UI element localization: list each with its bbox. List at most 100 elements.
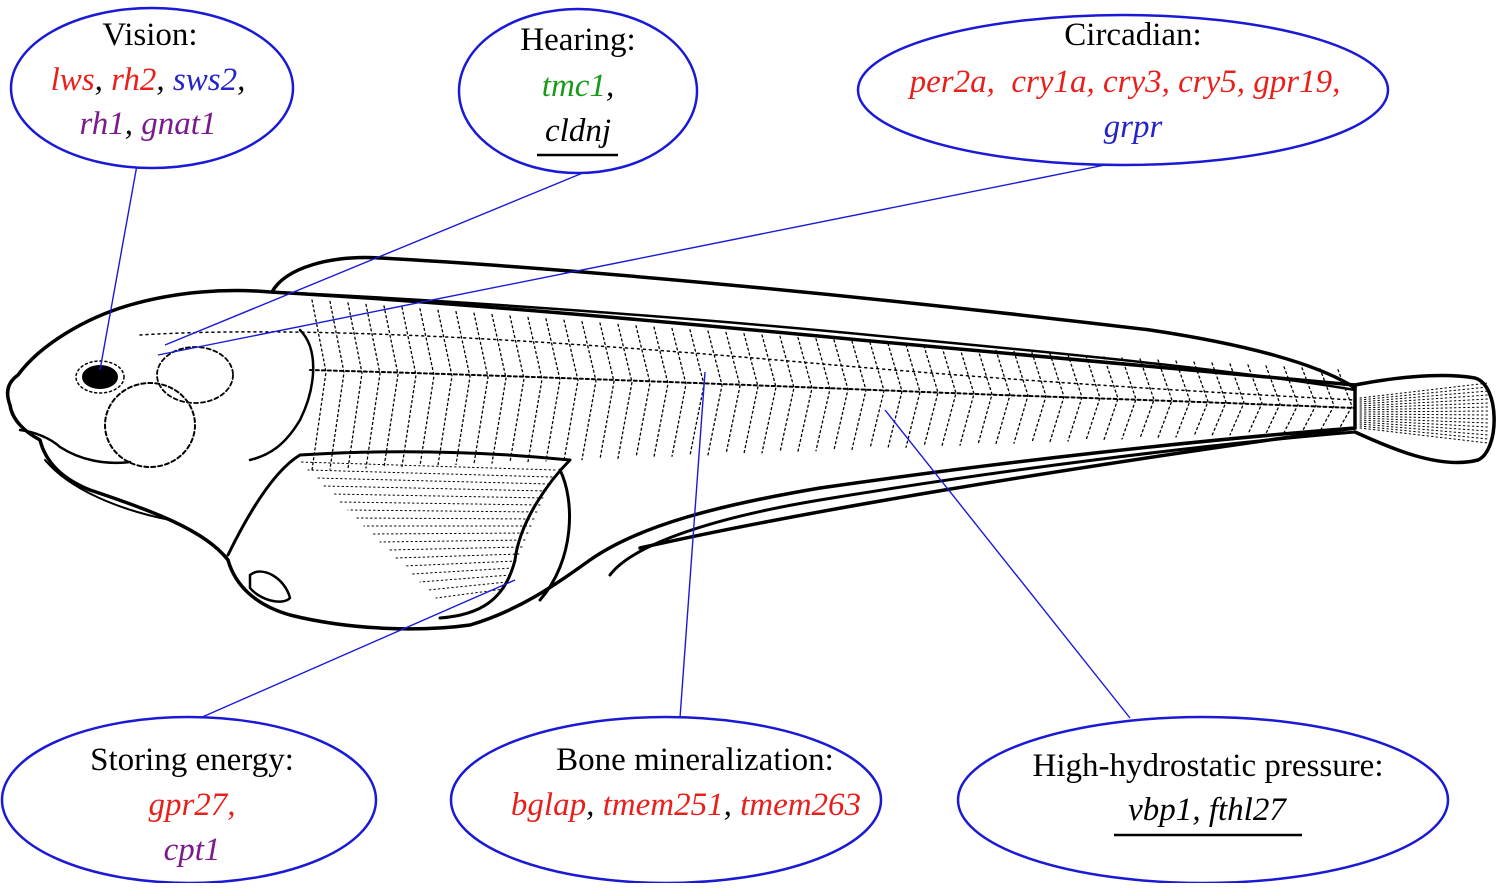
pectoral-ray: [411, 567, 514, 575]
pelvic-fin: [248, 570, 292, 603]
pectoral-ray: [379, 539, 526, 543]
caudal-ray: [1359, 425, 1489, 440]
caudal-fin: [1353, 373, 1496, 465]
myomere-stripe: [545, 318, 561, 462]
hearing-title: Hearing:: [520, 22, 635, 58]
gene-token: ,: [586, 787, 603, 823]
myomere-stripe: [977, 348, 993, 446]
hearing-box: Hearing: tmc1, cldnj: [520, 22, 636, 157]
gene-token: sws2: [173, 62, 237, 98]
gene-token: ,: [227, 787, 235, 823]
myomere-stripe: [797, 336, 813, 453]
myomere-stripe: [707, 330, 723, 456]
hearing-ellipse: [457, 7, 699, 175]
gene-token: per2a: [908, 64, 987, 100]
leader-vision: [99, 164, 138, 371]
myomere-stripe: [887, 342, 903, 449]
myomere-stripe: [437, 309, 453, 466]
gene-token: ,: [237, 62, 245, 98]
gene-token: ,: [1087, 64, 1104, 100]
myomere-stripe: [1319, 368, 1335, 433]
caudal-ray: [1359, 390, 1489, 403]
storing-title: Storing energy:: [90, 742, 294, 778]
storing-genes-line1: gpr27,: [148, 787, 235, 823]
caudal-ray: [1359, 382, 1489, 399]
vision-ellipse: [9, 6, 295, 170]
caudal-ray: [1359, 398, 1489, 407]
fish-illustration: [5, 255, 1496, 631]
caudal-ray: [1359, 394, 1489, 405]
pressure-title: High-hydrostatic pressure:: [1033, 748, 1384, 784]
gene-token: tmem251: [603, 787, 724, 823]
operculum: [248, 328, 315, 462]
myomere-stripe: [473, 312, 489, 465]
myomere-stripe: [779, 335, 795, 453]
pectoral-ray: [339, 501, 541, 506]
gene-token: bglap: [511, 787, 586, 823]
pressure-box: High-hydrostatic pressure: vbp1, fthl27: [1033, 748, 1384, 837]
myomere-stripe: [653, 326, 669, 458]
myomere-stripe: [509, 315, 525, 464]
caudal-ray: [1359, 386, 1489, 401]
myomere-stripe: [1067, 354, 1083, 442]
leader-pressure: [884, 409, 1131, 719]
gene-token: rh1: [80, 106, 125, 142]
leader-lines: [99, 161, 1131, 719]
gene-token: ,: [1332, 64, 1340, 100]
pectoral-ray: [427, 581, 508, 591]
myomere-stripe: [689, 329, 705, 457]
myomere-stripe: [761, 334, 777, 454]
myomere-stripe: [905, 344, 921, 448]
ellipses: [0, 6, 1450, 885]
myomere-stripe: [1301, 367, 1317, 433]
caudal-ray: [1359, 410, 1489, 413]
gene-token: ,: [1237, 64, 1254, 100]
myomere-stripe: [1085, 355, 1101, 441]
gene-token: gpr19: [1253, 64, 1332, 100]
pectoral-ray: [387, 546, 523, 551]
gene-token: cry1a: [1011, 64, 1086, 100]
gene-token: ,: [606, 68, 614, 104]
myomere-stripe: [1103, 356, 1119, 441]
gene-token: cpt1: [164, 832, 221, 868]
gene-token: ,: [724, 787, 741, 823]
eye-ring: [75, 360, 125, 394]
pectoral-ray: [347, 509, 538, 513]
gene-token: cry5: [1178, 64, 1237, 100]
pectoral-fin-base: [538, 468, 572, 602]
anal-fin: [638, 426, 1357, 550]
gene-token: cldnj: [545, 113, 611, 149]
myomere-stripe: [959, 347, 975, 446]
myomere-stripe: [419, 308, 435, 467]
vision-genes-line1: lws, rh2, sws2,: [51, 62, 246, 98]
gene-token: lws: [51, 62, 95, 98]
myomere-stripe: [635, 325, 651, 459]
bone-title: Bone mineralization:: [556, 742, 834, 778]
hearing-genes-line1: tmc1,: [542, 68, 614, 104]
myomere-stripe: [941, 346, 957, 447]
upper-body-contour: [139, 331, 1356, 401]
vision-title: Vision:: [102, 17, 197, 53]
pectoral-ray: [435, 588, 505, 599]
caudal-ray: [1359, 427, 1489, 444]
gene-token: ,: [1162, 64, 1179, 100]
gene-token: gnat1: [141, 106, 216, 142]
myomere-stripe: [311, 299, 327, 471]
gene-token: cry3: [1103, 64, 1162, 100]
myomere-stripe: [743, 333, 759, 455]
gene-token: tmc1: [542, 68, 606, 104]
caudal-ray: [1359, 406, 1489, 411]
myomere-stripe: [815, 338, 831, 452]
myomere-stripe: [455, 311, 471, 466]
myomere-stripes: [311, 299, 1353, 471]
anal-fin-outer: [608, 430, 1357, 577]
cheek: [156, 346, 234, 404]
gene-token: gpr27: [148, 787, 228, 823]
gene-token: ,: [1192, 792, 1209, 828]
gene-token: vbp1: [1128, 792, 1192, 828]
circadian-genes-line1: per2a, cry1a, cry3, cry5, gpr19,: [908, 64, 1341, 100]
myomere-stripe: [599, 322, 615, 460]
gene-token: rh2: [111, 62, 156, 98]
myomere-stripe: [995, 349, 1011, 445]
